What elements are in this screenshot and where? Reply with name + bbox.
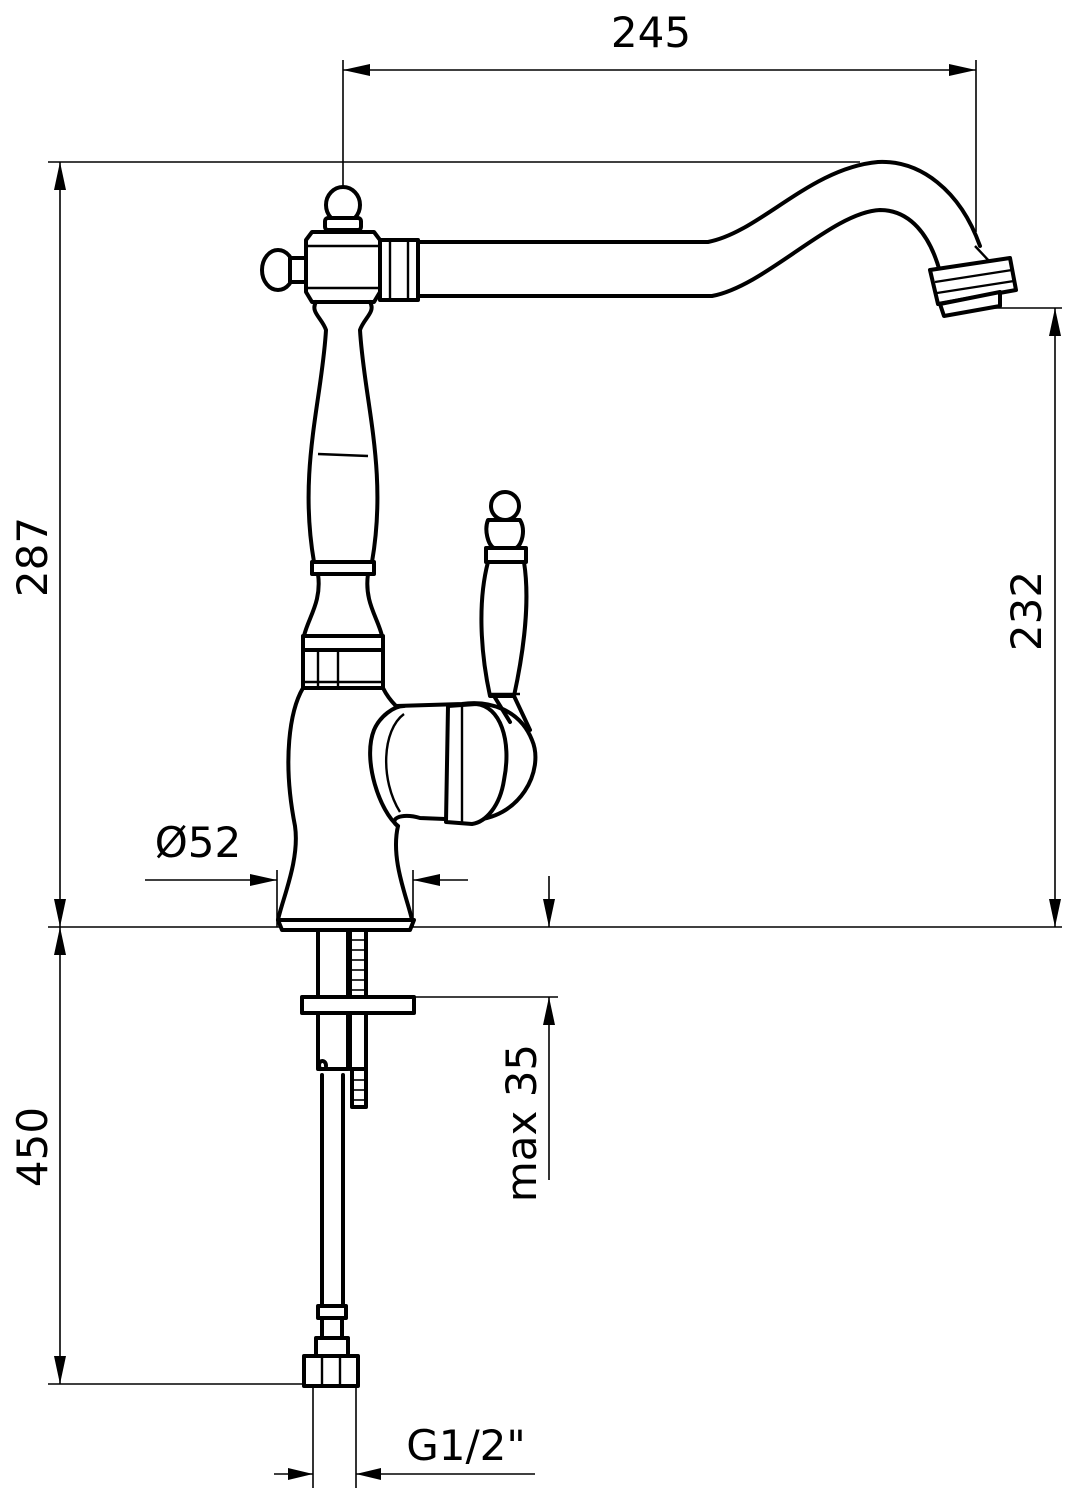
label-total-height: 287 <box>8 517 57 597</box>
label-spout-reach: 245 <box>611 8 691 57</box>
flexible-hose <box>302 1059 360 1388</box>
top-finial <box>260 185 420 304</box>
label-base-diameter: Ø52 <box>155 818 242 867</box>
label-max-deck-thickness: max 35 <box>497 1044 546 1202</box>
column <box>301 300 385 690</box>
dimension-labels: 245 287 232 450 Ø52 max 35 G1/2" <box>8 8 1051 1470</box>
base-body <box>276 686 538 932</box>
label-outlet-height: 232 <box>1002 571 1051 651</box>
faucet-outline <box>260 159 1018 1388</box>
label-connection-thread: G1/2" <box>406 1421 525 1470</box>
dimension-lines <box>48 60 1062 1488</box>
lever-handle <box>479 490 532 732</box>
spout <box>418 159 1018 318</box>
label-hose-length: 450 <box>8 1107 57 1187</box>
mounting-hardware <box>300 928 416 1109</box>
